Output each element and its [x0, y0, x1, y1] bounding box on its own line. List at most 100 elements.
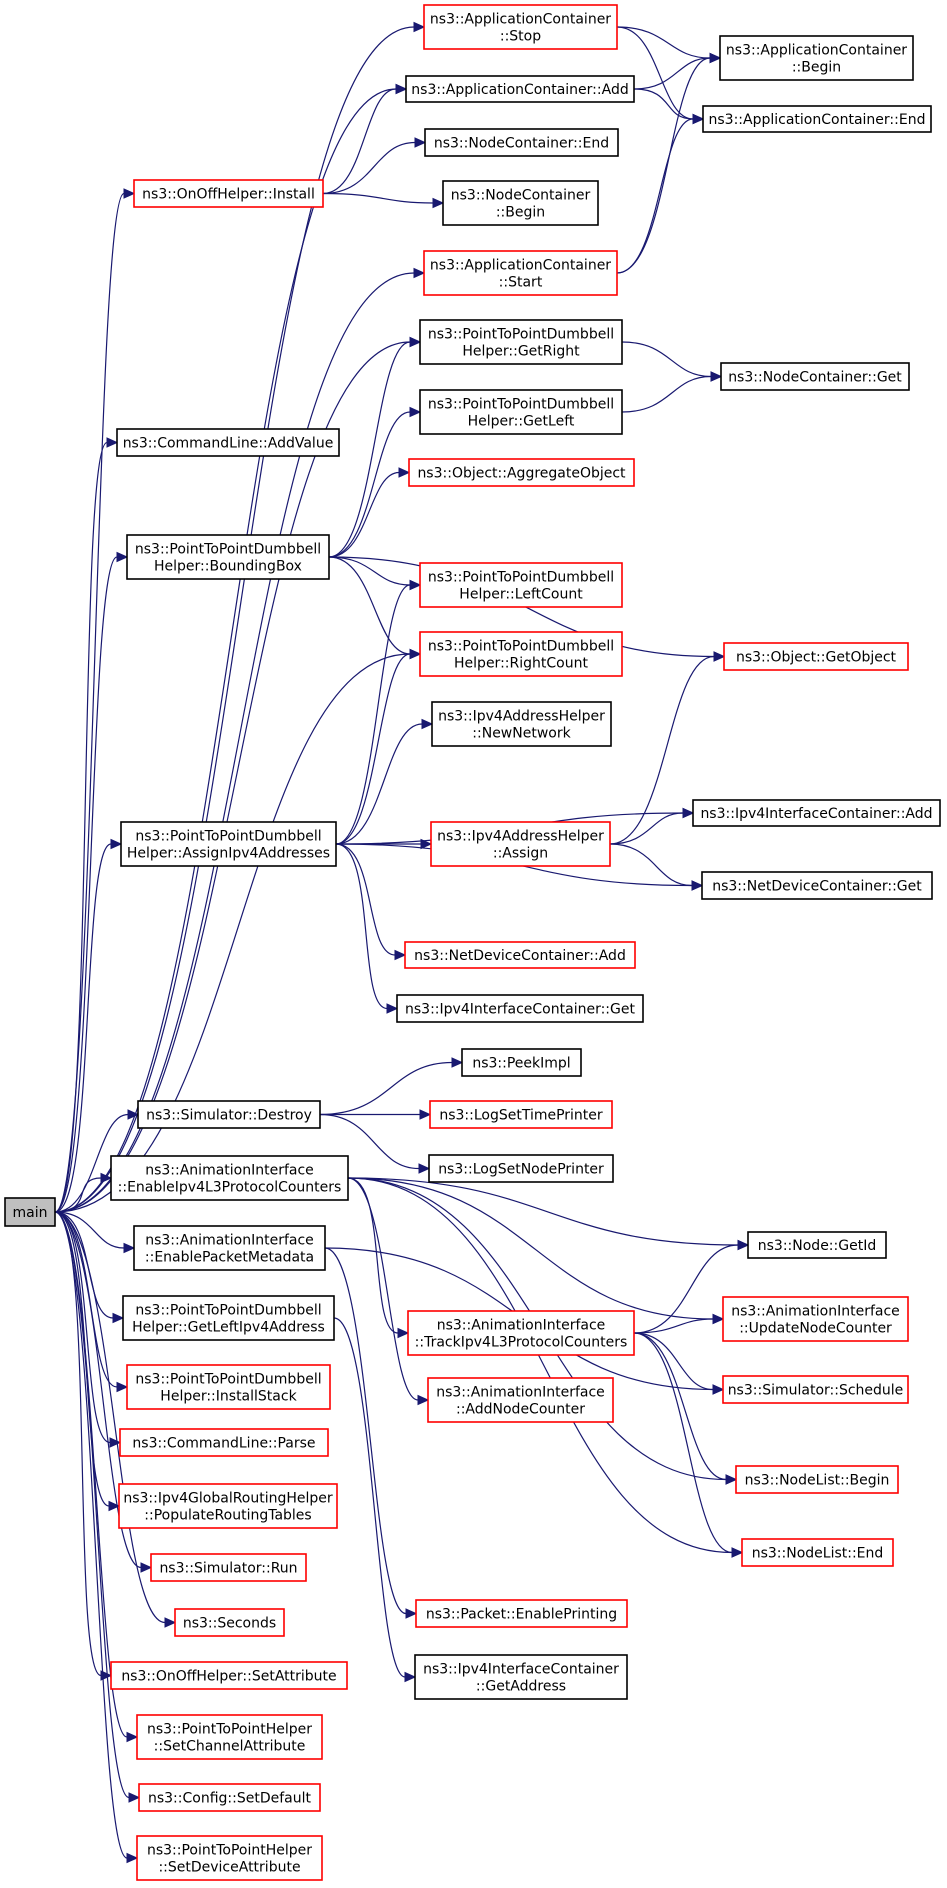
function-nodes: main ns3::ApplicationContainer::Stopns3::…	[4, 4, 941, 1881]
node-label: ns3::PointToPointDumbbell	[428, 397, 614, 413]
node-app-add[interactable]: ns3::ApplicationContainer::Add	[405, 75, 635, 103]
node-label: ::Stop	[500, 29, 541, 45]
call-edge-anim-trackipv4-to-nodelist-begin	[633, 1332, 738, 1485]
node-box	[423, 250, 618, 296]
node-label: ns3::NetDeviceContainer::Add	[414, 948, 626, 964]
node-box	[133, 179, 324, 208]
call-edge-p2p-bbox-to-p2p-getleft	[328, 406, 422, 558]
node-p2ph-setchannel[interactable]: ns3::PointToPointHelper::SetChannelAttri…	[136, 1714, 323, 1760]
node-box	[419, 319, 623, 365]
node-seconds[interactable]: ns3::Seconds	[174, 1608, 285, 1637]
node-label: ns3::PointToPointDumbbell	[135, 542, 321, 558]
node-cmd-parse[interactable]: ns3::CommandLine::Parse	[119, 1428, 329, 1457]
node-box	[431, 701, 612, 747]
node-box	[701, 871, 933, 900]
node-node-getid[interactable]: ns3::Node::GetId	[747, 1231, 887, 1259]
node-label: ns3::PeekImpl	[472, 1056, 570, 1072]
node-peekimpl[interactable]: ns3::PeekImpl	[461, 1048, 582, 1077]
node-box	[404, 941, 636, 969]
call-edge-sim-destroy-to-peekimpl	[319, 1057, 464, 1116]
node-nc-get[interactable]: ns3::NodeContainer::Get	[720, 362, 910, 391]
node-nodelist-begin[interactable]: ns3::NodeList::Begin	[735, 1465, 899, 1494]
node-logsettime[interactable]: ns3::LogSetTimePrinter	[429, 1100, 613, 1129]
node-box	[461, 1048, 582, 1077]
node-box	[110, 1155, 349, 1201]
node-p2p-getleftipv4[interactable]: ns3::PointToPointDumbbellHelper::GetLeft…	[122, 1295, 335, 1341]
node-packet-enable[interactable]: ns3::Packet::EnablePrinting	[415, 1599, 628, 1628]
node-label: ns3::Ipv4InterfaceContainer	[423, 1662, 619, 1678]
node-p2p-leftcount[interactable]: ns3::PointToPointDumbbellHelper::LeftCou…	[419, 562, 623, 608]
node-ipv4grh-populate[interactable]: ns3::Ipv4GlobalRoutingHelper::PopulateRo…	[118, 1483, 338, 1529]
node-box	[719, 35, 914, 81]
node-ipv4ic-getaddr[interactable]: ns3::Ipv4InterfaceContainer::GetAddress	[414, 1654, 628, 1700]
node-nodelist-end[interactable]: ns3::NodeList::End	[741, 1538, 894, 1567]
node-label: ns3::Ipv4InterfaceContainer::Add	[700, 806, 932, 822]
node-box	[442, 180, 599, 226]
node-p2p-bbox[interactable]: ns3::PointToPointDumbbellHelper::Boundin…	[126, 534, 330, 580]
call-edge-anim-enableipv4-to-anim-updatenc	[347, 1177, 725, 1325]
node-box	[723, 642, 909, 671]
node-label: ns3::OnOffHelper::Install	[142, 187, 315, 203]
node-obj-getobject[interactable]: ns3::Object::GetObject	[723, 642, 909, 671]
call-edge-main-to-app-start	[54, 267, 426, 1213]
node-anim-enableipv4[interactable]: ns3::AnimationInterface::EnableIpv4L3Pro…	[110, 1155, 349, 1201]
node-sim-destroy[interactable]: ns3::Simulator::Destroy	[137, 1100, 321, 1129]
node-label: ::GetAddress	[476, 1679, 566, 1695]
node-app-start[interactable]: ns3::ApplicationContainer::Start	[423, 250, 618, 296]
node-box	[126, 534, 330, 580]
call-edge-onoff-install-to-nc-end	[322, 137, 427, 195]
node-anim-enablepkt[interactable]: ns3::AnimationInterface::EnablePacketMet…	[133, 1225, 326, 1271]
node-label: ns3::PointToPointHelper	[147, 1722, 312, 1738]
node-box	[423, 4, 618, 50]
node-label: Helper::LeftCount	[459, 587, 583, 603]
call-edge-onoff-install-to-app-add	[322, 83, 408, 195]
node-nc-begin[interactable]: ns3::NodeContainer::Begin	[442, 180, 599, 226]
node-anim-addnc[interactable]: ns3::AnimationInterface::AddNodeCounter	[427, 1377, 614, 1423]
node-box	[138, 1783, 321, 1812]
node-p2p-getright[interactable]: ns3::PointToPointDumbbellHelper::GetRigh…	[419, 319, 623, 365]
node-config-setdefault[interactable]: ns3::Config::SetDefault	[138, 1783, 321, 1812]
node-anim-updatenc[interactable]: ns3::AnimationInterface::UpdateNodeCount…	[722, 1296, 909, 1342]
node-p2p-installstack[interactable]: ns3::PointToPointDumbbellHelper::Install…	[126, 1364, 331, 1410]
node-label: ns3::Packet::EnablePrinting	[426, 1607, 617, 1623]
node-ipv4-newnetwork[interactable]: ns3::Ipv4AddressHelper::NewNetwork	[431, 701, 612, 747]
node-cmd-addvalue[interactable]: ns3::CommandLine::AddValue	[116, 428, 340, 457]
node-anim-trackipv4[interactable]: ns3::AnimationInterface::TrackIpv4L3Prot…	[407, 1310, 635, 1356]
node-box	[133, 1225, 326, 1271]
node-onoff-setattr[interactable]: ns3::OnOffHelper::SetAttribute	[110, 1661, 348, 1690]
node-ipv4-assign[interactable]: ns3::Ipv4AddressHelper::Assign	[430, 821, 611, 867]
node-label: ns3::LogSetNodePrinter	[438, 1162, 604, 1178]
node-label: ns3::NodeList::Begin	[745, 1473, 890, 1489]
call-edges	[54, 21, 750, 1864]
node-obj-aggregate[interactable]: ns3::Object::AggregateObject	[408, 458, 635, 487]
node-label: ns3::Config::SetDefault	[148, 1791, 312, 1807]
node-box	[419, 631, 623, 677]
node-ndc-add[interactable]: ns3::NetDeviceContainer::Add	[404, 941, 636, 969]
node-label: ::SetDeviceAttribute	[158, 1860, 300, 1876]
call-edge-main-to-app-stop	[54, 21, 426, 1213]
node-onoff-install[interactable]: ns3::OnOffHelper::Install	[133, 179, 324, 208]
node-main[interactable]: main	[4, 1197, 56, 1227]
node-label: ::Begin	[496, 205, 545, 221]
node-p2p-assign[interactable]: ns3::PointToPointDumbbellHelper::AssignI…	[120, 821, 337, 867]
node-ipv4ic-get[interactable]: ns3::Ipv4InterfaceContainer::Get	[396, 994, 644, 1023]
node-p2ph-setdevice[interactable]: ns3::PointToPointHelper::SetDeviceAttrib…	[136, 1835, 323, 1881]
call-edge-main-to-cmd-addvalue	[54, 437, 119, 1213]
node-p2p-rightcount[interactable]: ns3::PointToPointDumbbellHelper::RightCo…	[419, 631, 623, 677]
call-edge-p2p-bbox-to-obj-aggregate	[328, 467, 411, 558]
call-edge-ipv4-assign-to-ipv4ic-add	[609, 807, 695, 845]
node-nc-end[interactable]: ns3::NodeContainer::End	[424, 128, 619, 157]
node-sim-run[interactable]: ns3::Simulator::Run	[150, 1553, 307, 1582]
call-edge-ipv4-assign-to-obj-getobject	[609, 651, 726, 845]
node-app-end[interactable]: ns3::ApplicationContainer::End	[702, 105, 932, 133]
node-box	[120, 821, 337, 867]
node-logsetnode[interactable]: ns3::LogSetNodePrinter	[428, 1154, 614, 1183]
node-ipv4ic-add[interactable]: ns3::Ipv4InterfaceContainer::Add	[692, 799, 941, 827]
node-app-begin[interactable]: ns3::ApplicationContainer::Begin	[719, 35, 914, 81]
node-box	[427, 1377, 614, 1423]
node-ndc-get[interactable]: ns3::NetDeviceContainer::Get	[701, 871, 933, 900]
node-sim-schedule[interactable]: ns3::Simulator::Schedule	[722, 1375, 909, 1404]
node-app-stop[interactable]: ns3::ApplicationContainer::Stop	[423, 4, 618, 50]
node-box	[429, 1100, 613, 1129]
